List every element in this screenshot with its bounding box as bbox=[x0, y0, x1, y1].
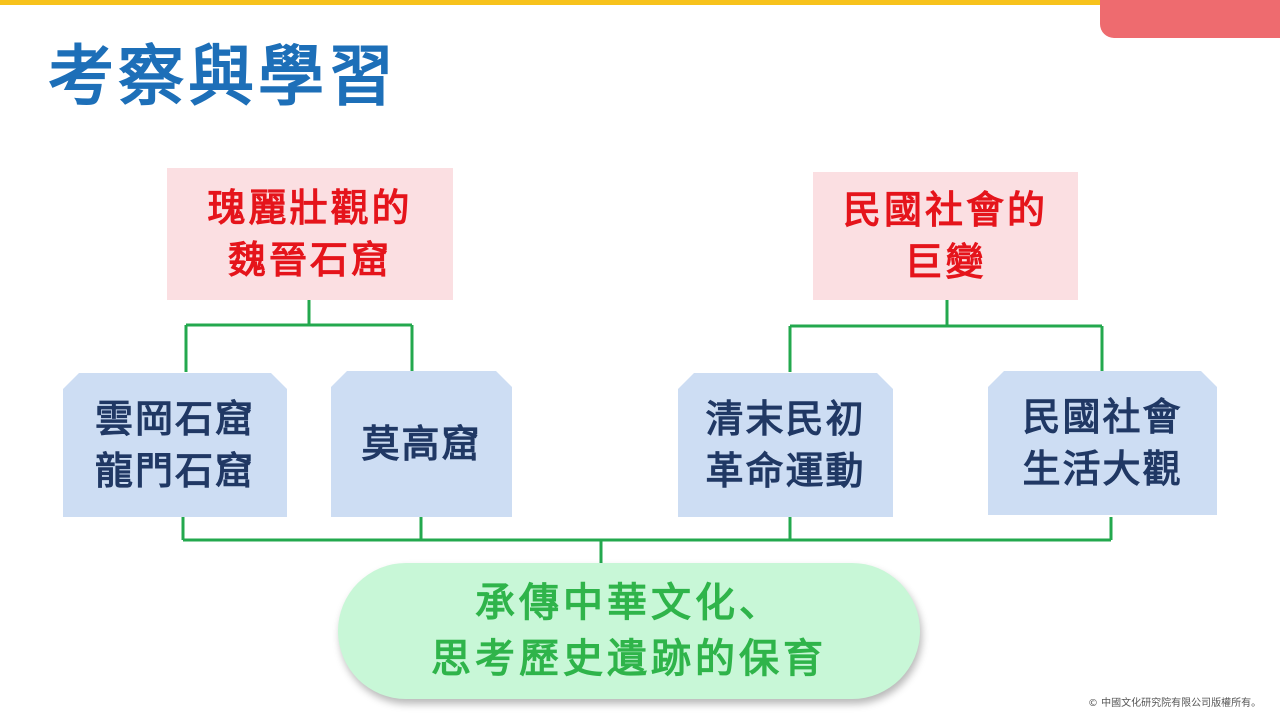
top-accent-bar bbox=[0, 0, 1280, 5]
sub-node-line: 革命運動 bbox=[705, 449, 866, 493]
sub-node-line: 龍門石窟 bbox=[94, 449, 255, 493]
goal-line: 思考歷史遺跡的保育 bbox=[431, 636, 827, 682]
sub-node-late-qing-revolution: 清末民初 革命運動 bbox=[678, 373, 893, 517]
sub-node-line: 雲岡石窟 bbox=[94, 397, 255, 441]
goal-node: 承傳中華文化、 思考歷史遺跡的保育 bbox=[338, 563, 920, 699]
goal-line: 承傳中華文化、 bbox=[475, 580, 783, 626]
top-node-line: 瑰麗壯觀的 bbox=[207, 186, 413, 230]
top-node-line: 民國社會的 bbox=[842, 188, 1048, 232]
sub-node-line: 生活大觀 bbox=[1022, 447, 1183, 491]
sub-node-republic-life: 民國社會 生活大觀 bbox=[988, 371, 1217, 515]
sub-node-line: 民國社會 bbox=[1022, 395, 1183, 439]
corner-tab bbox=[1100, 0, 1280, 38]
top-node-wei-jin-grottoes: 瑰麗壯觀的 魏晉石窟 bbox=[167, 168, 453, 300]
sub-node-yungang-longmen: 雲岡石窟 龍門石窟 bbox=[63, 373, 287, 517]
top-node-line: 魏晉石窟 bbox=[227, 238, 392, 282]
top-node-republic-society: 民國社會的 巨變 bbox=[813, 172, 1078, 300]
sub-node-line: 莫高窟 bbox=[361, 422, 482, 466]
copyright-notice: © 中國文化研究院有限公司版權所有。 bbox=[1088, 698, 1262, 709]
slide-title: 考察與學習 bbox=[48, 38, 398, 115]
sub-node-line: 清末民初 bbox=[705, 397, 866, 441]
top-node-line: 巨變 bbox=[904, 240, 987, 284]
sub-node-mogao: 莫高窟 bbox=[331, 371, 512, 517]
